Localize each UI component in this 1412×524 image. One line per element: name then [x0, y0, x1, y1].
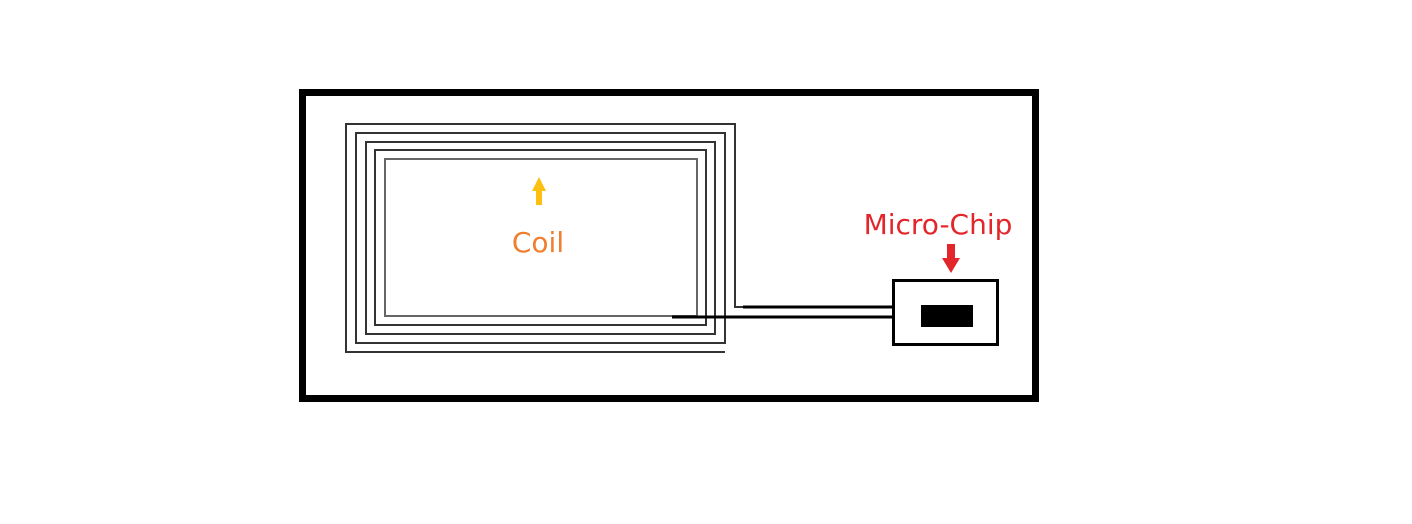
- coil-turn-1: [345, 123, 743, 353]
- coil-turn-4: [374, 149, 707, 326]
- coil-arrow-icon: [532, 177, 546, 205]
- card-outline: [299, 89, 1039, 402]
- chip-die: [921, 305, 973, 327]
- coil-turn-5: [384, 158, 698, 317]
- coil-label: Coil: [512, 226, 564, 259]
- micro-chip: [892, 279, 999, 346]
- chip-label: Micro-Chip: [864, 208, 1013, 241]
- coil: [345, 123, 743, 353]
- coil-leads: [672, 305, 895, 319]
- coil-turn-2: [355, 132, 726, 344]
- coil-turn-3: [365, 141, 716, 335]
- chip-arrow-icon: [942, 244, 960, 273]
